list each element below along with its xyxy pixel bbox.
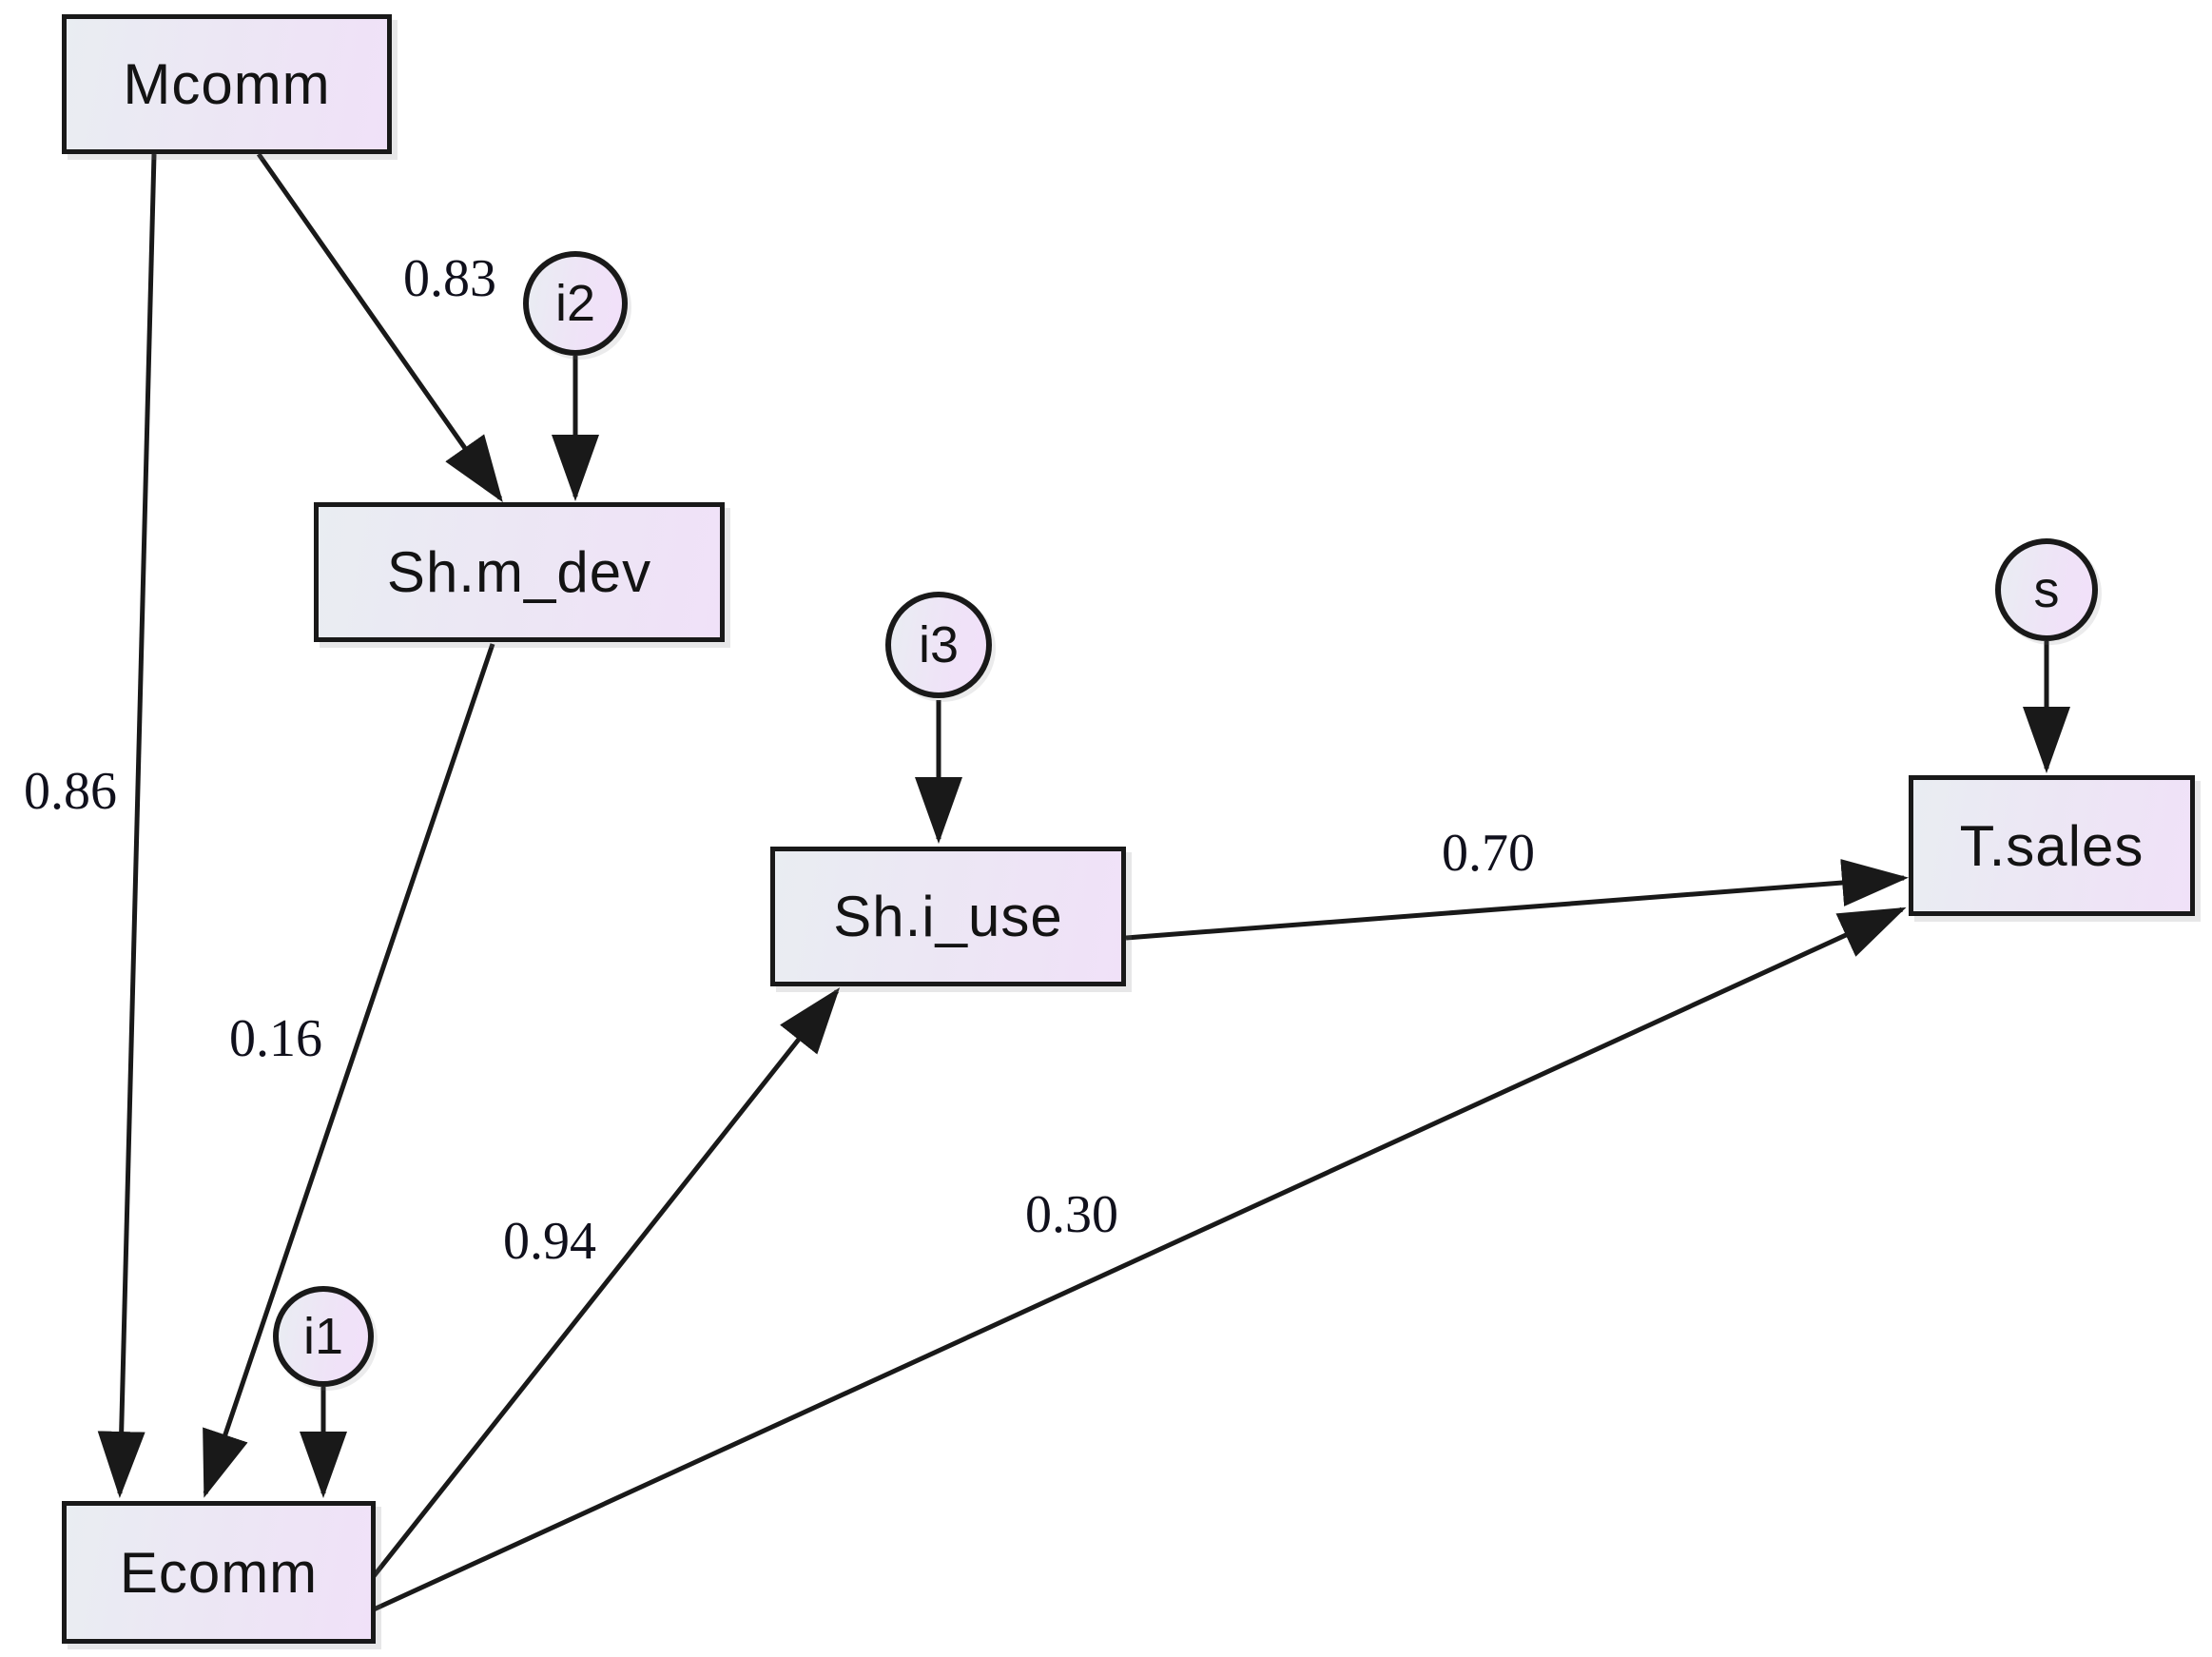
edge-sh-m-dev-to-ecomm (203, 643, 495, 1498)
node-i2-label: i2 (554, 275, 596, 332)
node-s-label: s (2033, 561, 2060, 618)
edge-mcomm-to-sh-m-dev (256, 152, 503, 503)
node-i3: i3 (885, 592, 992, 698)
coefficient-ecomm-t-sales: 0.30 (1025, 1185, 1118, 1244)
node-i3-label: i3 (918, 616, 960, 673)
node-sh-i-use: Sh.i_use (770, 847, 1126, 986)
coefficient-mcomm-ecomm: 0.86 (24, 762, 117, 821)
node-ecomm-label: Ecomm (119, 1540, 319, 1605)
coefficient-ecomm-sh-i-use: 0.94 (503, 1212, 596, 1271)
edge-ecomm-to-sh-i-use (372, 987, 841, 1578)
node-sh-m-dev-label: Sh.m_dev (386, 540, 652, 604)
node-s: s (1995, 538, 2098, 641)
edge-sh-i-use-to-t-sales (1125, 859, 1909, 941)
node-sh-m-dev: Sh.m_dev (314, 502, 725, 642)
node-mcomm-label: Mcomm (123, 52, 331, 116)
edge-ecomm-to-t-sales (372, 906, 1907, 1612)
node-mcomm: Mcomm (62, 14, 392, 154)
edge-mcomm-to-ecomm (97, 153, 157, 1498)
coefficient-mcomm-sh-m-dev: 0.83 (403, 249, 496, 308)
node-i1-label: i1 (302, 1308, 344, 1365)
node-sh-i-use-label: Sh.i_use (833, 885, 1063, 948)
coefficient-sh-i-use-t-sales: 0.70 (1442, 824, 1535, 883)
node-ecomm: Ecomm (62, 1501, 376, 1644)
node-t-sales-label: T.sales (1959, 813, 2144, 878)
coefficient-sh-m-dev-ecomm: 0.16 (229, 1009, 322, 1068)
node-i2: i2 (523, 251, 628, 356)
node-t-sales: T.sales (1909, 775, 2195, 916)
node-i1: i1 (273, 1286, 374, 1387)
